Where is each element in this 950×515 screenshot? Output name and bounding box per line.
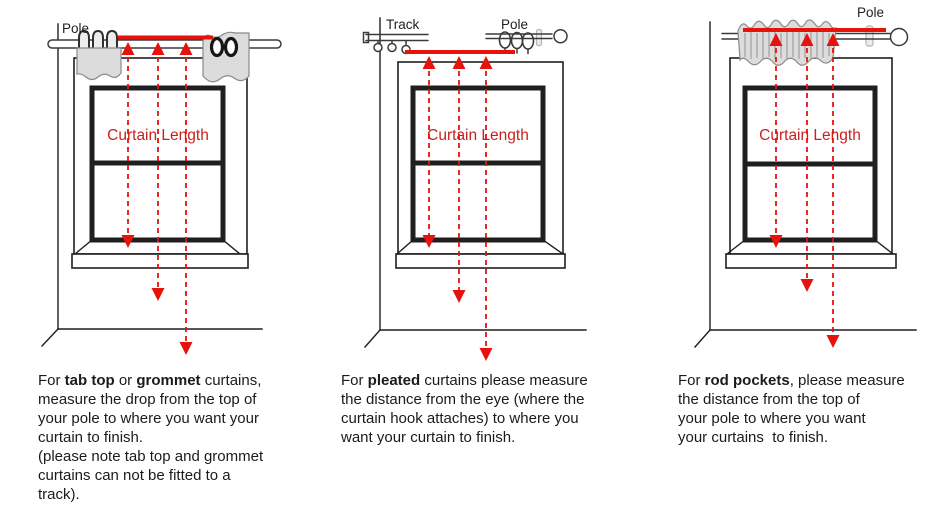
wall-floor-corner-line bbox=[694, 329, 711, 348]
caption-line: want your curtain to finish. bbox=[341, 429, 516, 446]
arrow-up-head bbox=[179, 42, 193, 55]
caption-line: the distance from the eye (where the bbox=[341, 391, 585, 408]
curtain-ring bbox=[510, 31, 524, 50]
arrow-down-head bbox=[422, 235, 436, 248]
curtain-tab bbox=[78, 29, 90, 49]
curtain-length-label: Curtain Length bbox=[107, 127, 209, 144]
measure-arrow bbox=[452, 56, 466, 303]
arrow-up-head bbox=[422, 56, 436, 69]
measure-arrow bbox=[151, 42, 165, 301]
arrow-down-head bbox=[151, 288, 165, 301]
arrow-down-head bbox=[179, 342, 193, 355]
measure-arrow bbox=[800, 33, 814, 292]
diagram-tab-top-grommet: Curtain Length Pole bbox=[41, 21, 282, 355]
caption-line: your curtains to finish. bbox=[678, 429, 829, 446]
measure-arrow bbox=[121, 42, 135, 248]
rod-pocket-curtain bbox=[737, 19, 837, 66]
window-sill bbox=[725, 253, 897, 269]
pole-finial bbox=[553, 28, 568, 44]
measure-arrow bbox=[479, 56, 493, 361]
window-reveal-lines bbox=[74, 239, 241, 255]
caption-line: curtains can not be fitted to a bbox=[38, 467, 231, 484]
caption-line: track). bbox=[38, 486, 80, 503]
arrow-down-head bbox=[121, 235, 135, 248]
caption-line: curtain hook attaches) to where you bbox=[341, 410, 579, 427]
caption-line: curtain to finish. bbox=[38, 429, 144, 446]
curtain-tab bbox=[92, 29, 104, 49]
grommet-curtain-fabric bbox=[202, 31, 250, 83]
pole-label: Pole bbox=[857, 5, 884, 20]
grommet-curtain bbox=[202, 31, 250, 83]
caption-line: (please note tab top and grommet bbox=[38, 448, 264, 465]
track-label: Track bbox=[386, 17, 419, 32]
arrow-up-head bbox=[800, 33, 814, 46]
pole-rails bbox=[485, 33, 553, 40]
wall-floor-corner-line bbox=[41, 328, 59, 347]
tab-top-curtain bbox=[76, 29, 122, 81]
diagram-pleated: Curtain Length Track Pole bbox=[362, 17, 587, 361]
window-reveal-lines bbox=[726, 239, 894, 255]
measure-arrow bbox=[769, 33, 783, 248]
caption-line: measure the drop from the top of bbox=[38, 391, 257, 408]
arrow-down-head bbox=[479, 348, 493, 361]
window-sill bbox=[71, 253, 249, 269]
arrow-up-head bbox=[151, 42, 165, 55]
panel-pleated: Curtain Length Track Pole For pleated cu… bbox=[330, 0, 650, 515]
arrow-down-head bbox=[452, 290, 466, 303]
arrow-up-head bbox=[452, 56, 466, 69]
curtain-track bbox=[362, 31, 429, 55]
measure-arrow bbox=[179, 42, 193, 355]
track-end-cap bbox=[362, 31, 370, 44]
pole-finial bbox=[889, 27, 909, 47]
caption-line: your pole to where you want your bbox=[38, 410, 259, 427]
pole-bracket bbox=[535, 28, 543, 47]
caption-tab-top-grommet: For tab top or grommet curtains, measure … bbox=[38, 371, 263, 504]
measure-arrow bbox=[826, 33, 840, 348]
arrow-up-head bbox=[121, 42, 135, 55]
caption-line: For pleated curtains please measure bbox=[341, 372, 588, 389]
track-glider bbox=[387, 42, 397, 53]
arrow-down-head bbox=[800, 279, 814, 292]
curtain-length-label: Curtain Length bbox=[759, 127, 861, 144]
measure-arrow bbox=[422, 56, 436, 248]
panel-rod-pocket: Curtain Length Pole For rod pockets, ple… bbox=[650, 0, 950, 515]
curtain-length-label: Curtain Length bbox=[427, 127, 529, 144]
curtain-tab bbox=[106, 29, 118, 49]
track-glider bbox=[373, 42, 383, 53]
grommet-ring bbox=[223, 36, 239, 58]
pole-label: Pole bbox=[501, 17, 528, 32]
caption-line: For rod pockets, please measure bbox=[678, 372, 905, 389]
caption-rod-pocket: For rod pockets, please measure the dista… bbox=[678, 371, 905, 447]
arrow-up-head bbox=[479, 56, 493, 69]
grommet-ring bbox=[209, 36, 225, 58]
caption-line: the distance from the top of bbox=[678, 391, 860, 408]
arrow-down-head bbox=[826, 335, 840, 348]
window-reveal-lines bbox=[396, 239, 564, 255]
diagram-rod-pocket: Curtain Length Pole bbox=[694, 5, 917, 348]
caption-pleated: For pleated curtains please measure the d… bbox=[341, 371, 588, 447]
caption-line: For tab top or grommet curtains, bbox=[38, 372, 262, 389]
arrow-up-head bbox=[769, 33, 783, 46]
curtain-ring bbox=[521, 32, 535, 50]
arrow-down-head bbox=[769, 235, 783, 248]
track-rails bbox=[365, 33, 429, 42]
tab-curtain-fabric bbox=[76, 47, 122, 81]
panel-tab-top-grommet: Curtain Length Pole For tab top or gromm… bbox=[0, 0, 330, 515]
window-sill bbox=[395, 253, 566, 269]
caption-line: your pole to where you want bbox=[678, 410, 866, 427]
arrow-up-head bbox=[826, 33, 840, 46]
wall-floor-corner-line bbox=[364, 329, 381, 348]
pole-label: Pole bbox=[62, 21, 89, 36]
curtain-pole-assembly bbox=[485, 28, 568, 55]
